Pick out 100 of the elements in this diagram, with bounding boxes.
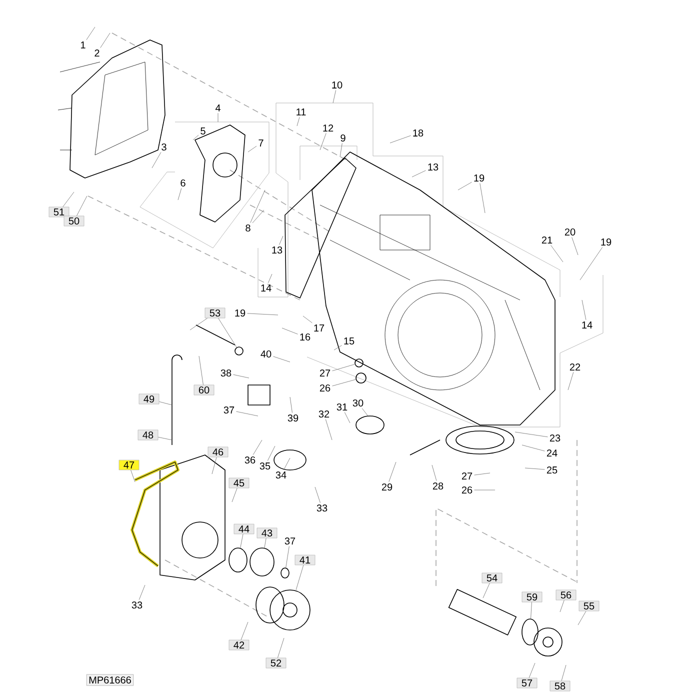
callout-number: 33 — [132, 601, 142, 609]
callout-number: 20 — [564, 228, 576, 236]
callout-number: 33 — [316, 504, 328, 512]
callout-number: 16 — [300, 333, 310, 341]
callout-number: 6 — [180, 179, 186, 187]
callout-number: 44 — [234, 524, 254, 534]
leader-line — [332, 379, 356, 386]
leader-line — [458, 182, 472, 190]
leader-line — [252, 440, 262, 455]
callout-number: 57 — [516, 678, 538, 688]
leader-line — [580, 247, 603, 280]
callout-number: 37 — [224, 406, 234, 414]
callout-number: 50 — [64, 216, 84, 226]
callout-number: 27 — [462, 472, 472, 480]
callout-number: 18 — [413, 129, 424, 137]
callout-number: 47 — [118, 460, 140, 470]
callout-number: 19 — [235, 309, 246, 317]
leader-line — [524, 468, 545, 470]
leader-line — [268, 274, 272, 284]
leader-line — [568, 372, 574, 390]
leader-line — [582, 300, 586, 320]
callout-number: 30 — [352, 399, 364, 407]
callout-number: 45 — [228, 478, 250, 488]
part-drawing — [522, 618, 538, 646]
leader-line — [474, 472, 490, 476]
leader-line — [282, 328, 298, 334]
reference-code: MP61666 — [86, 674, 134, 686]
callout-number: 5 — [200, 128, 206, 134]
callout-number: 35 — [260, 462, 270, 470]
callout-number: 7 — [258, 140, 264, 146]
part-drawing — [356, 372, 366, 384]
callout-number: 39 — [288, 414, 298, 422]
leader-line — [240, 534, 244, 548]
callout-number: 15 — [344, 338, 354, 344]
leader-line — [236, 411, 258, 416]
callout-number: 42 — [228, 640, 250, 650]
leader-line — [578, 611, 586, 626]
leader-line — [159, 401, 172, 406]
callout-number: 11 — [296, 108, 306, 116]
callout-number: 10 — [332, 81, 342, 89]
callout-number: 19 — [474, 174, 484, 182]
leader-line — [302, 316, 312, 324]
leader-line — [514, 432, 548, 438]
callout-number: 56 — [556, 590, 576, 600]
callout-number: 40 — [260, 350, 272, 358]
callout-number: 25 — [546, 466, 558, 474]
leader-line — [362, 408, 368, 416]
leader-line — [325, 419, 332, 440]
leader-line — [522, 444, 545, 452]
callout-number: 31 — [336, 403, 348, 411]
leader-line — [296, 564, 304, 590]
callout-number: 28 — [432, 482, 444, 490]
leader-line — [572, 237, 578, 256]
callout-number: 22 — [570, 364, 580, 370]
leader-line — [62, 192, 74, 207]
leader-line — [560, 600, 564, 612]
leader-line — [248, 146, 257, 152]
leader-line — [198, 356, 204, 385]
callout-number: 60 — [194, 384, 214, 396]
leader-line — [212, 457, 217, 474]
callout-number: 32 — [318, 410, 330, 418]
callout-number: 14 — [261, 284, 272, 292]
part-drawing — [250, 548, 274, 576]
callout-number: 59 — [522, 592, 542, 602]
part-drawing — [354, 358, 364, 368]
callout-number: 27 — [320, 370, 330, 376]
part-drawing — [228, 548, 248, 572]
leader-line — [277, 638, 284, 658]
callout-number: 53 — [204, 308, 226, 318]
leader-line — [432, 464, 437, 481]
part-drawing — [234, 346, 244, 356]
callout-number: 14 — [582, 322, 592, 328]
callout-number: 36 — [244, 456, 256, 464]
callout-number: 1 — [81, 42, 86, 48]
leader-line — [332, 364, 355, 372]
callout-number: 37 — [284, 537, 296, 545]
leader-line — [412, 170, 426, 178]
leader-line — [320, 133, 326, 150]
leader-line — [332, 90, 336, 104]
callout-number: 52 — [266, 658, 286, 668]
leader-line — [192, 134, 199, 140]
callout-number: 2 — [94, 50, 100, 56]
callout-number: 23 — [550, 434, 560, 442]
leader-line — [334, 345, 342, 350]
callout-number: 43 — [256, 528, 278, 538]
leader-line — [76, 196, 88, 216]
part-drawing — [280, 568, 290, 578]
leader-line — [178, 188, 182, 200]
callout-number: 26 — [320, 384, 330, 392]
callout-number: 51 — [48, 206, 70, 218]
leader-line — [290, 396, 292, 413]
leader-line — [264, 538, 266, 548]
callout-number: 21 — [542, 236, 552, 244]
leader-line — [240, 622, 248, 640]
leader-line — [273, 356, 290, 362]
callout-number: 13 — [272, 246, 282, 254]
leader-line — [86, 26, 96, 40]
leader-line — [390, 135, 411, 144]
leader-line — [296, 116, 300, 126]
callout-number: 26 — [462, 486, 472, 494]
